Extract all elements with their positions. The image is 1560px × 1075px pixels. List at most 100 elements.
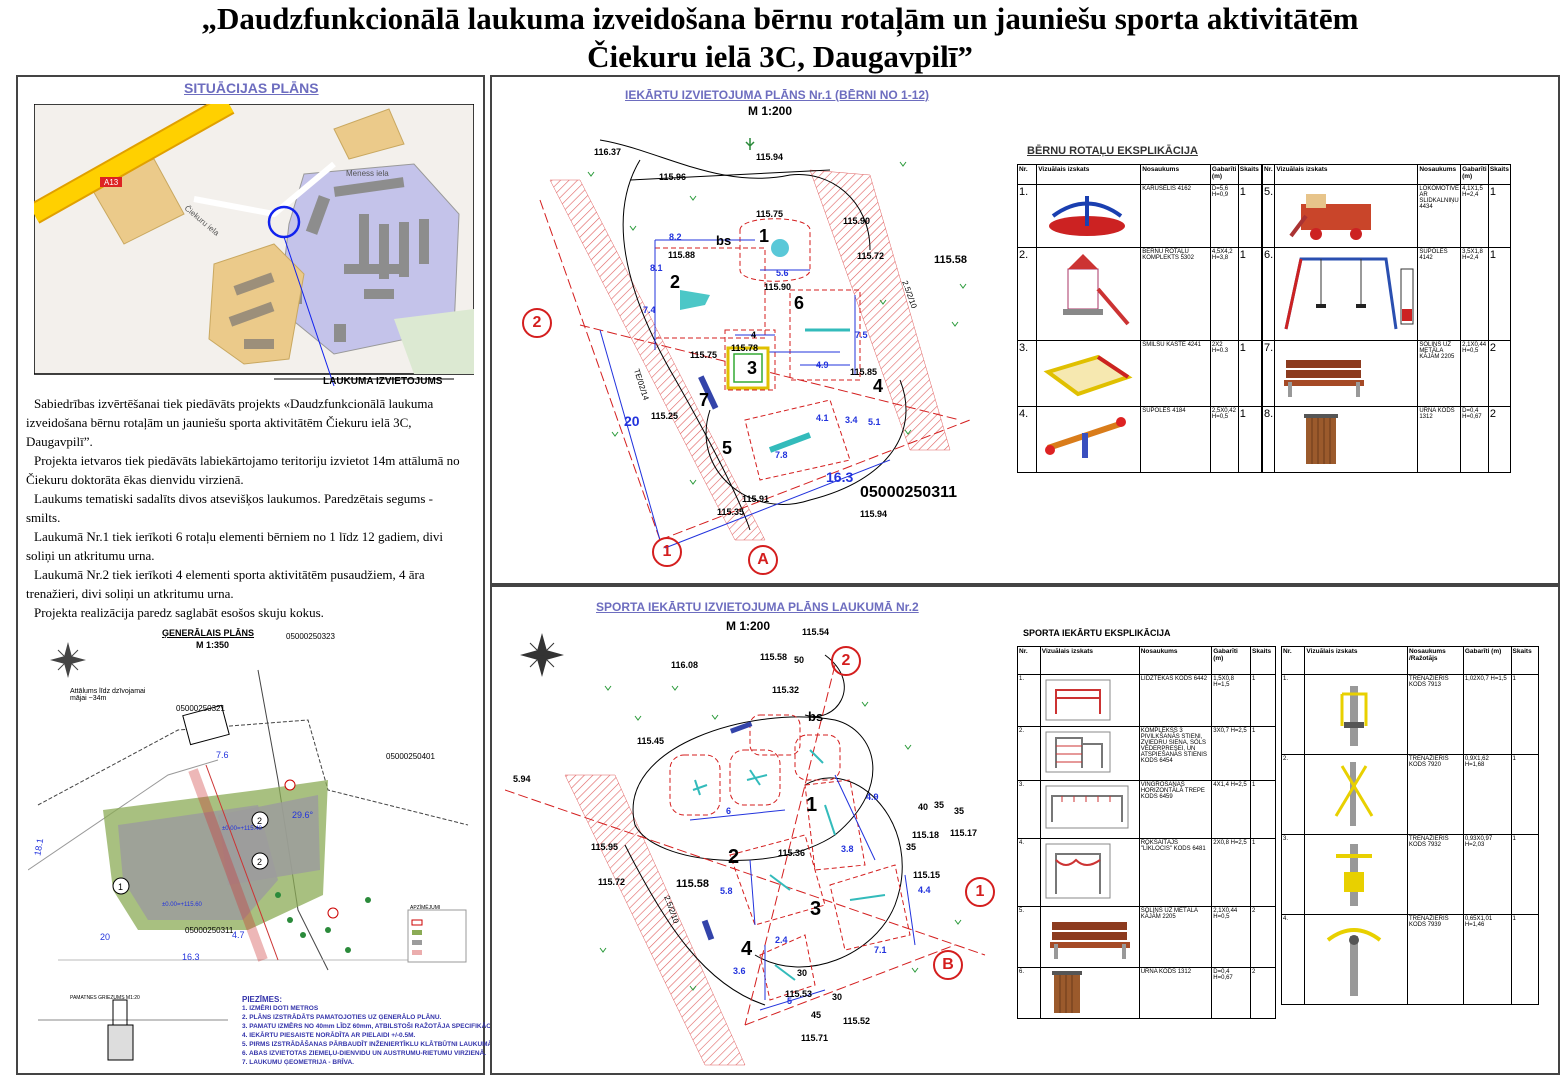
page-title: „Daudzfunkcionālā laukuma izveidošana bē… [0,0,1560,76]
sport-table-right: Nr. Vizuālais izskats Nosaukums /Ražotāj… [1280,646,1540,1005]
axis-label: 2 [841,652,851,669]
equipment-dimensions: D=0,4 H=0,67 [1460,406,1489,473]
equipment-dimensions: 3,5X1,8 H=2,4 [1460,247,1489,341]
dimension-label: 7.6 [216,750,229,760]
plan2-dim: 40 [918,802,929,812]
equipment-name: ŠŪPOLES 4142 [1417,247,1462,341]
equipment-dimensions: 2X2 H=0.3 [1209,340,1239,407]
equipment-count: 1 [1250,838,1276,907]
column-header: Vizuālais izskats [1039,646,1140,675]
plan2-level: 5.94 [513,774,531,784]
equipment-image [1039,906,1140,968]
plan1-level: 115.25 [651,411,679,421]
row-number: 1. [1016,184,1038,248]
row-number: 1. [1017,674,1041,727]
parcel-label: 05000250321 [176,704,225,713]
equipment-dimensions: 0,65X1,01 H=1,46 [1462,914,1512,1005]
axis-label: B [942,956,954,973]
equipment-count: 1 [1510,754,1540,835]
equipment-dimensions: 4,1X1,5 H=2,4 [1460,184,1489,248]
plan1-dim: 7.4 [643,305,656,315]
street-label-2: Meness iela [346,169,389,178]
plan1-dim: bs [716,233,732,248]
table-row: 4. ROKSAITĀJS "LĪKLOCIS" KODS 6481 2X0,8… [1017,838,1276,907]
equipment-name: TRENAŽIERIS KODS 7939 [1406,914,1464,1005]
equipment-count: 2 [1250,967,1276,1019]
plan2-dim: 4.4 [918,885,931,895]
dimension-label: 29.6° [292,810,314,820]
plan2-axis-1: 1 [965,877,995,907]
column-header: Gabarīti (m) [1460,164,1489,185]
equipment-name: SOLIŅŠ UZ METĀLA KĀJĀM 2205 [1138,906,1213,968]
table-row: 2. KOMPLEKSS 3 PIVILKŠANĀS STIEŅI, ZVIED… [1017,726,1276,781]
svg-text:2: 2 [257,816,262,826]
plan1-level: 115.78 [731,343,759,353]
row-number: 4. [1017,838,1041,907]
plan1-level: 115.35 [717,507,745,517]
equipment-image [1304,914,1408,1005]
equipment-count: 2 [1487,340,1512,407]
equipment-name: TRENAŽIERIS KODS 7913 [1406,674,1464,755]
table-row: 4. ŠŪPOLES 4184 2,5X0,42 H=0,5 1 [1016,406,1263,473]
legend-title: APZĪMĒJUMI [410,905,441,911]
plan1-axis-2: 2 [522,308,552,338]
equipment-dimensions: 1,5X0,8 H=1,5 [1211,674,1252,727]
plan2-dim: 35 [934,800,945,810]
plan1-dim: 8.2 [669,232,682,242]
plan1-axis-1: 1 [652,537,682,567]
equipment-count: 1 [1237,184,1263,248]
column-header: Nosaukums /Ražotājs [1406,646,1464,675]
plan2-level: 115.71 [801,1033,829,1043]
row-number: 3. [1016,340,1038,407]
plan1-mark: 2 [670,272,681,292]
plan2-mark: 2 [728,846,740,868]
plan1-dim: 8.1 [650,263,663,273]
plan2-dim: bs [808,709,824,724]
equipment-image [1274,184,1419,248]
parcel-label: 05000250401 [386,752,435,761]
row-number: 3. [1280,834,1306,915]
plan1-level: 115.85 [850,367,878,377]
note-item: 3. PAMATU IZMĒRS NO 40mm LĪDZ 60mm, ATBI… [242,1023,505,1030]
equipment-image [1274,406,1419,473]
plan2-level: 115.45 [637,736,665,746]
equipment-image [1039,780,1140,839]
plan1-level: 115.94 [756,152,784,162]
equipment-dimensions: 2,5X0,42 H=0,5 [1209,406,1239,473]
equipment-image [1039,674,1140,727]
situation-map: A13 Čiekuru iela Meness iela [34,104,474,387]
plan2-dim: 35 [906,842,917,852]
north-arrow-icon [520,633,564,677]
notes-title: PIEZĪMES: [242,995,283,1004]
table-row: 1. KARUSELIS 4162 D=5,6 H=0,9 1 [1016,184,1263,248]
plan2-dim: 3.8 [841,844,854,854]
plan2-level: 115.58 [760,652,788,662]
description-paragraph: Laukums tematiski sadalīts divos atseviš… [26,491,433,525]
plan2-drawing [505,633,986,1066]
equipment-dimensions: 2,1X0,44 H=0,5 [1460,340,1489,407]
column-header: Nosaukums [1417,164,1462,185]
plan2-mark: 4 [741,938,753,960]
dimension-label: 4.7 [232,930,245,940]
table-row: 3. VINGROŠANAS HORIZONTĀLĀ TREPE KODS 64… [1017,780,1276,839]
plan1-dim: 4.1 [816,413,829,423]
equipment-count: 1 [1487,184,1512,248]
table-row: 3. SMILŠU KASTE 4241 2X2 H=0.3 1 [1016,340,1263,407]
plan1-dim: 4.9 [816,360,829,370]
equipment-dimensions: 3X0,7 H=2,5 [1211,726,1252,781]
axis-label: 2 [532,314,542,331]
note-item: 4. IEKĀRTU PIESAISTE NORĀDĪTA AR PIELAID… [242,1032,416,1039]
equipment-name: SMILŠU KASTE 4241 [1140,340,1211,407]
plan2-axis-b: B [933,950,963,980]
plan2-mark: 1 [806,794,818,816]
plan1-level: 116.37 [594,147,622,157]
equipment-image [1036,184,1142,248]
plan1-dim: 7.8 [775,450,788,460]
plan2-level: 115.17 [950,828,978,838]
row-number: 5. [1261,184,1276,248]
plan2-dim: 2.4 [775,935,788,945]
plan1-level: 115.72 [857,251,885,261]
table-row: 5. SOLIŅŠ UZ METĀLA KĀJĀM 2205 2,1X0,44 … [1017,906,1276,968]
plan1-level: 115.94 [860,509,888,519]
foundation-title: PAMATNES GRIEZUMS M1:20 [70,995,140,1001]
